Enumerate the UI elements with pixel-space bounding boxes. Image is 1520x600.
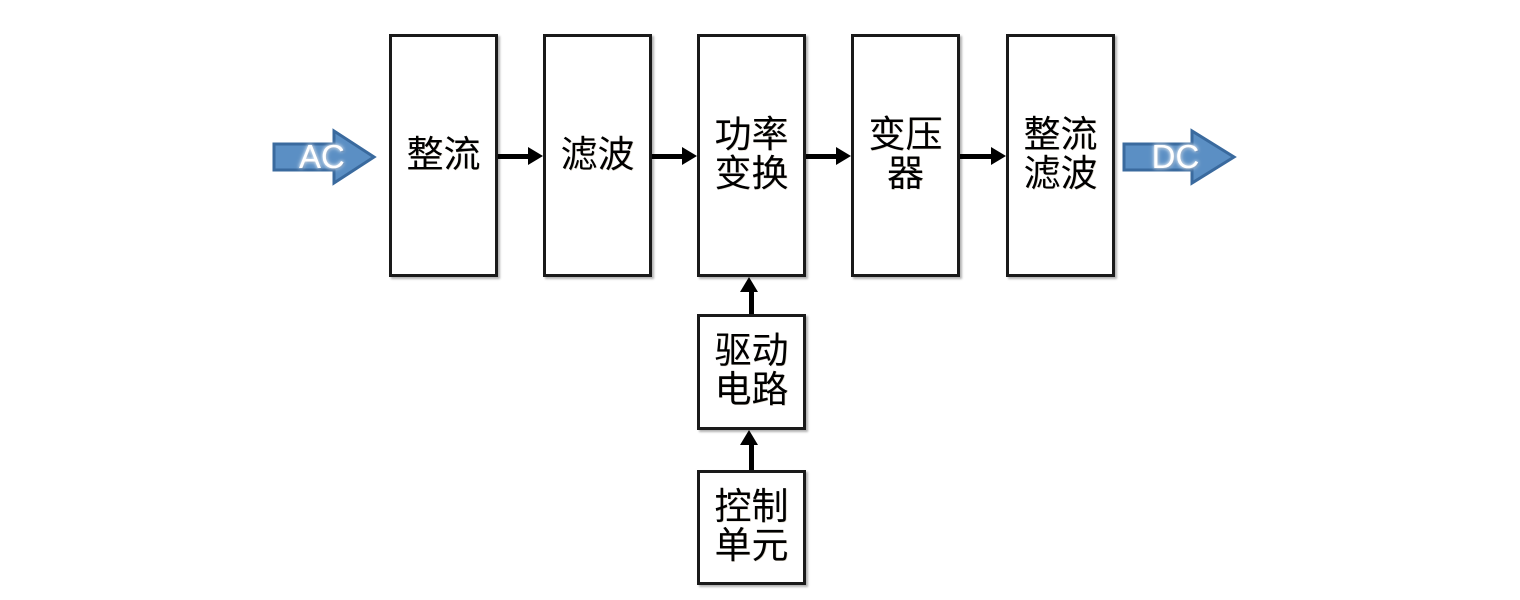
block-power-conversion[interactable]: 功率 变换 <box>697 34 806 277</box>
block-filter[interactable]: 滤波 <box>543 34 652 277</box>
block-control-unit[interactable]: 控制 单元 <box>697 470 806 585</box>
block-transformer[interactable]: 变压 器 <box>851 34 960 277</box>
block-rectifier-label: 整流 <box>406 134 481 176</box>
block-filter-label: 滤波 <box>560 134 635 176</box>
block-drive-circuit[interactable]: 驱动 电路 <box>697 314 806 430</box>
block-rectifier[interactable]: 整流 <box>389 34 498 277</box>
block-transformer-label: 变压 器 <box>868 114 943 195</box>
ac-input-arrow: AC <box>272 128 377 186</box>
block-rect-filter-label: 整流 滤波 <box>1023 114 1098 195</box>
block-drive-circuit-label: 驱动 电路 <box>714 331 789 411</box>
block-power-conversion-label: 功率 变换 <box>714 114 789 195</box>
block-rect-filter[interactable]: 整流 滤波 <box>1006 34 1115 277</box>
block-control-unit-label: 控制 单元 <box>714 486 789 567</box>
dc-output-arrow: DC <box>1122 128 1237 186</box>
